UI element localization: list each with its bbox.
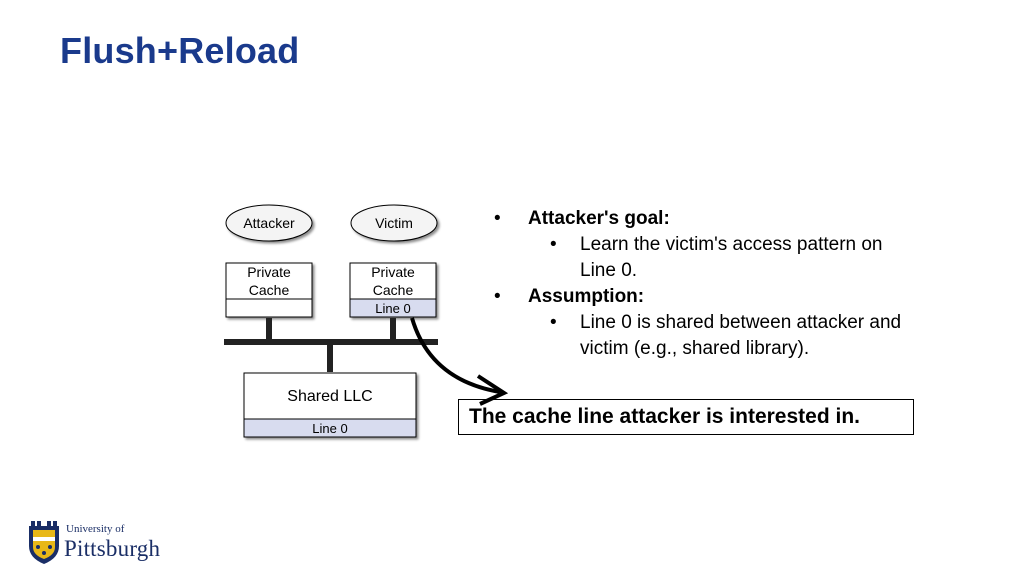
university-logo: University of Pittsburgh — [26, 520, 166, 568]
llc-label: Shared LLC — [287, 388, 372, 405]
attacker-cache-label-2: Cache — [249, 282, 290, 298]
goal-heading: Attacker's goal: — [528, 208, 670, 229]
attacker-private-cache: Private Cache — [225, 262, 313, 318]
slide-title: Flush+Reload — [60, 30, 300, 71]
goal-detail-line1: Learn the victim's access pattern on — [580, 234, 883, 255]
bullet-dot: • — [494, 286, 501, 307]
bullet-dot: • — [494, 208, 501, 229]
attacker-label: Attacker — [243, 215, 295, 231]
bus — [224, 318, 438, 372]
victim-private-cache: Private Cache Line 0 — [349, 262, 437, 318]
victim-label: Victim — [375, 215, 413, 231]
assumption-detail-line1: Line 0 is shared between attacker and — [580, 312, 902, 333]
victim-node: Victim — [350, 204, 438, 242]
callout-arrow — [410, 317, 509, 406]
callout-box: The cache line attacker is interested in… — [458, 399, 914, 435]
shared-llc: Shared LLC Line 0 — [243, 372, 417, 438]
victim-cache-line0: Line 0 — [375, 301, 410, 316]
attacker-cache-label-1: Private — [247, 264, 291, 280]
attacker-node: Attacker — [225, 204, 313, 242]
assumption-detail-line2: victim (e.g., shared library). — [580, 338, 810, 359]
victim-cache-label-1: Private — [371, 264, 415, 280]
bullet-goal: • Attacker's goal: — [494, 206, 934, 232]
shield-crest-icon — [29, 521, 59, 564]
victim-cache-label-2: Cache — [373, 282, 414, 298]
logo-line1: University of — [66, 523, 125, 535]
bullet-assumption-detail: • Line 0 is shared between attacker and … — [494, 310, 934, 362]
goal-detail-line2: Line 0. — [580, 260, 638, 281]
bullet-assumption: • Assumption: — [494, 284, 934, 310]
assumption-heading: Assumption: — [528, 286, 645, 307]
logo-line2: Pittsburgh — [64, 536, 161, 561]
bullet-goal-detail: • Learn the victim's access pattern on L… — [494, 232, 934, 284]
bullet-dot: • — [550, 312, 557, 333]
bullet-dot: • — [550, 234, 557, 255]
bullet-list: • Attacker's goal: • Learn the victim's … — [494, 206, 934, 362]
llc-line0: Line 0 — [312, 421, 347, 436]
